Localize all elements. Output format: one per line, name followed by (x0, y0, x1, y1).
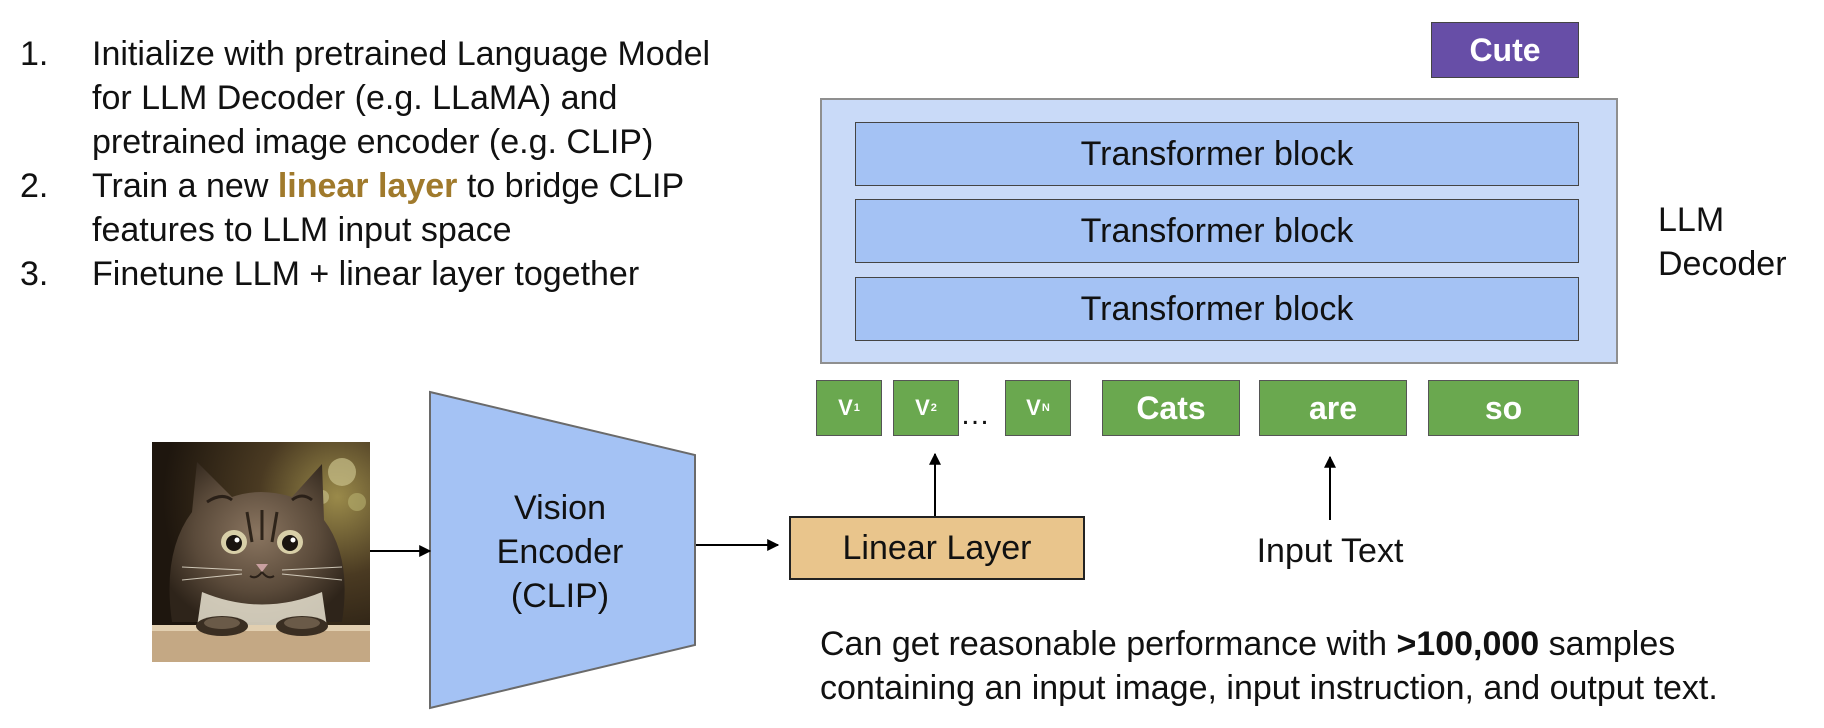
text-token-cats: Cats (1102, 380, 1240, 436)
step-number: 2. (20, 167, 49, 205)
step-text: for LLM Decoder (e.g. LLaMA) and (92, 79, 618, 117)
transformer-block: Transformer block (855, 122, 1579, 186)
note-bold: >100,000 (1396, 625, 1540, 663)
llm-label-line: Decoder (1658, 245, 1787, 283)
transformer-block: Transformer block (855, 277, 1579, 341)
text-token-so: so (1428, 380, 1579, 436)
step-number: 3. (20, 255, 49, 293)
step-2: 2. Train a new linear layer to bridge CL… (20, 164, 800, 252)
step-1: 1. Initialize with pretrained Language M… (20, 32, 800, 164)
note-segment: containing an input image, input instruc… (820, 669, 1718, 707)
token-base: V (1026, 395, 1041, 420)
token-subscript: 1 (853, 402, 860, 414)
token-ellipsis: … (960, 398, 992, 431)
vision-encoder-line: (CLIP) (510, 577, 610, 615)
step-text: to bridge CLIP (457, 167, 685, 205)
llm-decoder-label: LLM Decoder (1658, 198, 1787, 286)
text-token-are: are (1259, 380, 1407, 436)
token-base: V (838, 395, 853, 420)
vision-encoder-label: Vision Encoder (CLIP) (470, 486, 650, 618)
note-segment: samples (1539, 625, 1676, 663)
token-subscript: N (1041, 402, 1050, 414)
note-text: Can get reasonable performance with >100… (820, 622, 1810, 710)
step-text: features to LLM input space (92, 211, 512, 249)
linear-layer-box: Linear Layer (789, 516, 1085, 580)
step-text: pretrained image encoder (e.g. CLIP) (92, 123, 654, 161)
vision-encoder-shape (429, 390, 696, 710)
step-number: 1. (20, 35, 49, 73)
step-list: 1. Initialize with pretrained Language M… (20, 32, 800, 296)
vision-encoder-line: Encoder (496, 533, 624, 571)
token-base: V (915, 395, 930, 420)
step-3: 3. Finetune LLM + linear layer together (20, 252, 800, 296)
step-text: Initialize with pretrained Language Mode… (92, 35, 711, 73)
highlight-text: linear layer (277, 167, 458, 205)
token-subscript: 2 (930, 402, 937, 414)
vision-encoder-line: Vision (514, 489, 606, 527)
llm-label-line: LLM (1658, 201, 1725, 239)
output-token-cute: Cute (1431, 22, 1579, 78)
step-text: Finetune LLM + linear layer together (92, 255, 640, 293)
cat-image (152, 442, 370, 662)
input-text-label: Input Text (1256, 532, 1404, 570)
transformer-block: Transformer block (855, 199, 1579, 263)
step-text: Train a new (92, 167, 278, 205)
note-segment: Can get reasonable performance with (820, 625, 1397, 663)
